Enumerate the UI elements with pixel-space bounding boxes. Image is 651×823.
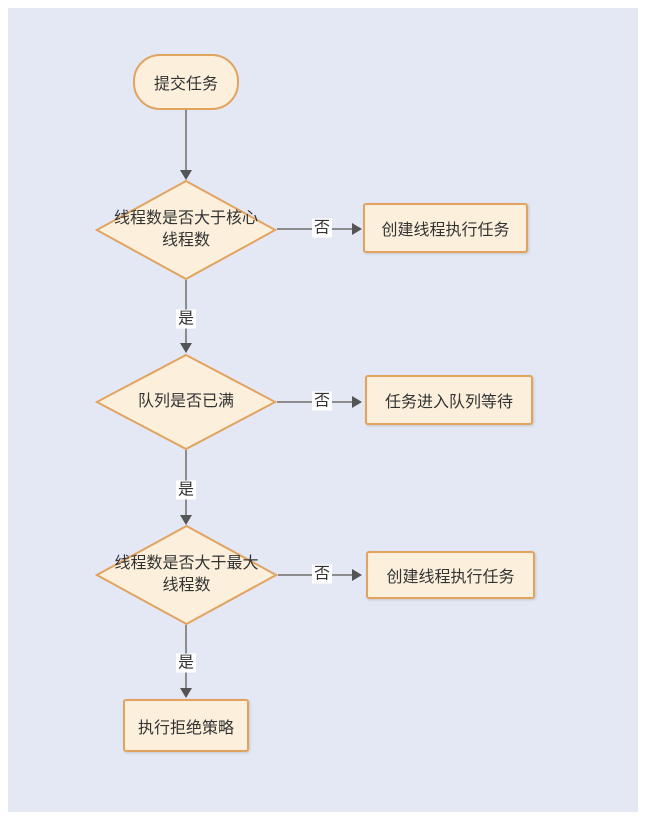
edge-decision3-reject-arrowhead — [180, 688, 192, 698]
decision-queue-full: 队列是否已满 — [95, 354, 277, 450]
process-task-enqueue-label: 任务进入队列等待 — [384, 394, 513, 411]
decision-queue-full-label: 队列是否已满 — [138, 391, 234, 413]
diamond-shape — [95, 354, 277, 450]
decision-max-line2: 线程数 — [162, 577, 211, 594]
decision-core-threads: 线程数是否大于核心 线程数 — [95, 180, 277, 280]
process-task-enqueue: 任务进入队列等待 — [365, 375, 533, 425]
decision-core-line2: 线程数 — [161, 232, 210, 249]
diamond-polygon — [97, 526, 276, 624]
edge-label-no-1: 否 — [311, 218, 333, 238]
decision-queue-line1: 队列是否已满 — [137, 393, 234, 410]
edge-label-no-2: 否 — [311, 391, 333, 411]
process-create-thread-1-label: 创建线程执行任务 — [381, 222, 510, 239]
diamond-shape — [95, 525, 278, 625]
start-node: 提交任务 — [133, 54, 239, 110]
start-node-label: 提交任务 — [153, 76, 218, 93]
decision-max-threads: 线程数是否大于最大 线程数 — [95, 525, 278, 625]
edge-label-no-3: 否 — [311, 564, 333, 584]
decision-core-line1: 线程数是否大于核心 — [113, 210, 258, 227]
decision-max-line1: 线程数是否大于最大 — [114, 555, 259, 572]
edge-decision2-decision3-arrowhead — [180, 515, 192, 525]
edge-label-yes-2: 是 — [175, 480, 197, 500]
process-create-thread-2: 创建线程执行任务 — [366, 551, 535, 599]
decision-core-threads-label: 线程数是否大于核心 线程数 — [114, 208, 258, 252]
process-create-thread-2-label: 创建线程执行任务 — [386, 569, 515, 586]
edge-start-decision1-line — [185, 110, 187, 171]
edge-label-yes-1: 是 — [175, 309, 197, 329]
process-create-thread-1: 创建线程执行任务 — [363, 203, 528, 253]
edge-decision2-process2-arrowhead — [352, 396, 362, 408]
diamond-polygon — [97, 355, 275, 449]
diamond-polygon — [97, 181, 275, 279]
edge-decision1-process1-arrowhead — [352, 223, 362, 235]
process-reject-policy: 执行拒绝策略 — [123, 699, 249, 752]
decision-max-threads-label: 线程数是否大于最大 线程数 — [114, 553, 258, 597]
edge-label-yes-3: 是 — [175, 653, 197, 673]
edge-start-decision1-arrowhead — [180, 170, 192, 180]
edge-decision3-process3-arrowhead — [352, 569, 362, 581]
edge-decision1-decision2-arrowhead — [180, 343, 192, 353]
flowchart-canvas: 提交任务 线程数是否大于核心 线程数 否 创建线程执行任务 是 — [8, 8, 638, 812]
process-reject-policy-label: 执行拒绝策略 — [137, 719, 234, 737]
diamond-shape — [95, 180, 277, 280]
